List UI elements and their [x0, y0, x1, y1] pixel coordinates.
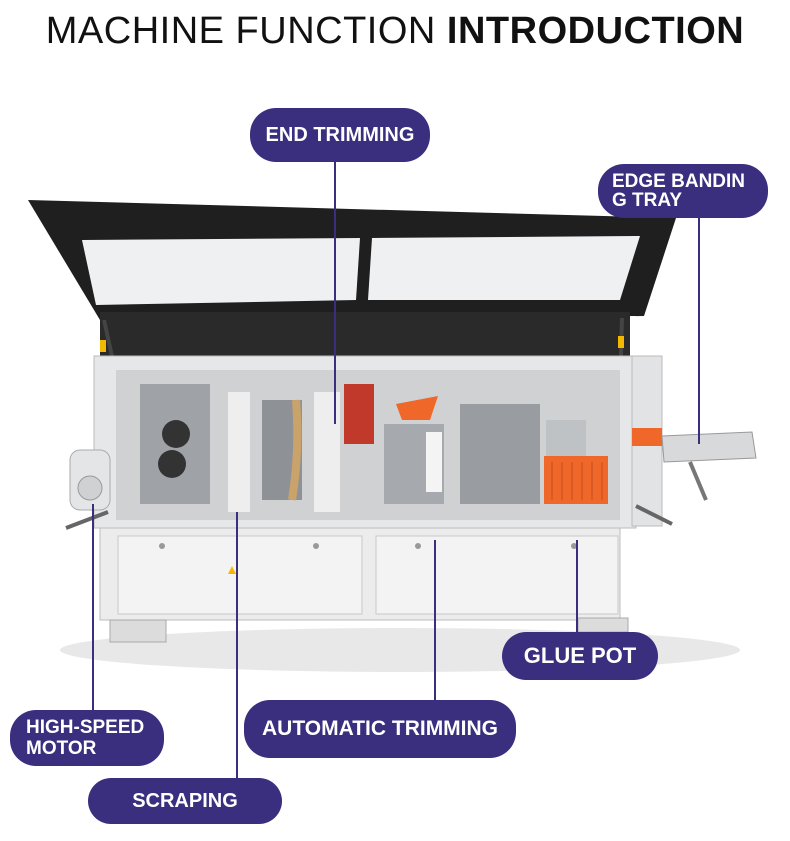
- title-light: MACHINE FUNCTION: [45, 10, 436, 52]
- edge-banding-tray-leader: [698, 214, 700, 444]
- label-edge-banding-tray-text: EDGE BANDIN G TRAY: [612, 171, 746, 211]
- label-automatic-trimming-text: AUTOMATIC TRIMMING: [261, 717, 499, 740]
- label-automatic-trimming: AUTOMATIC TRIMMING: [244, 700, 516, 758]
- label-scraping: SCRAPING: [88, 778, 282, 824]
- label-end-trimming: END TRIMMING: [250, 108, 430, 162]
- label-high-speed-motor: HIGH-SPEED MOTOR: [10, 710, 164, 766]
- scraping-leader: [236, 512, 238, 780]
- glue-pot-leader: [576, 540, 578, 634]
- automatic-trimming-leader: [434, 540, 436, 702]
- end-trimming-leader: [334, 158, 336, 424]
- label-scraping-text: SCRAPING: [132, 789, 238, 812]
- label-edge-banding-tray: EDGE BANDIN G TRAY: [598, 164, 768, 218]
- label-high-speed-motor-text: HIGH-SPEED MOTOR: [26, 717, 145, 759]
- label-glue-pot: GLUE POT: [502, 632, 658, 680]
- high-speed-motor-leader: [92, 504, 94, 714]
- page-title: MACHINE FUNCTION INTRODUCTION: [0, 10, 790, 53]
- title-bold: INTRODUCTION: [446, 10, 745, 52]
- label-end-trimming-text: END TRIMMING: [265, 123, 415, 146]
- label-glue-pot-text: GLUE POT: [523, 643, 637, 668]
